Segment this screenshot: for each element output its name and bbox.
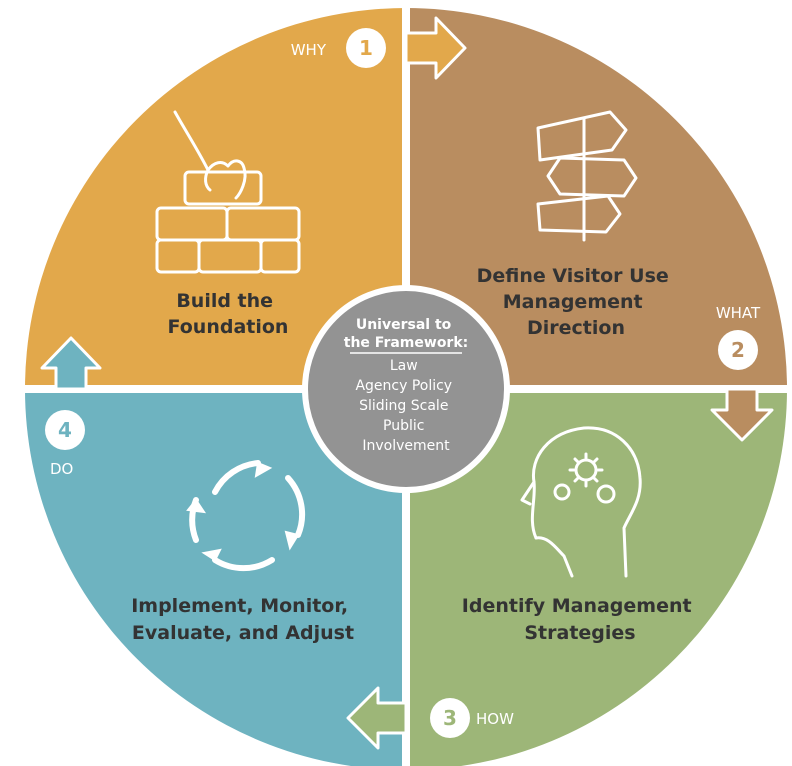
center-item: Law	[390, 358, 418, 374]
step-do-number-circle	[45, 410, 85, 450]
step-why-label: WHY	[291, 41, 327, 59]
step-do-arrow: 4 DO	[40, 336, 102, 478]
define-title-line: Define Visitor Use	[477, 265, 669, 287]
identify-title: Identify Management Strategies	[462, 595, 698, 644]
quadrant-identify-strategies	[406, 389, 787, 766]
step-why-number-circle	[346, 28, 386, 68]
define-title-line: Direction	[527, 317, 625, 339]
step-why-arrow: WHY 1	[291, 16, 467, 80]
center-item: Public	[383, 418, 424, 434]
step-do-number: 4	[58, 418, 72, 442]
implement-title-line: Implement, Monitor,	[131, 595, 348, 617]
brick-wall-icon	[155, 110, 301, 274]
implement-title-line: Evaluate, and Adjust	[132, 622, 354, 644]
quadrant-build-the-foundation	[25, 8, 406, 389]
step-do-label: DO	[50, 460, 73, 478]
define-title: Define Visitor Use Management Direction	[477, 265, 676, 339]
center-circle	[302, 285, 510, 493]
step-how-number: 3	[443, 706, 457, 730]
build-title-line: Build the	[176, 290, 273, 312]
define-title-line: Management	[503, 291, 643, 313]
step-how-label: HOW	[476, 710, 514, 728]
step-what-number: 2	[731, 338, 745, 362]
step-what-number-circle	[718, 330, 758, 370]
head-gears-icon	[520, 426, 642, 578]
identify-title-line: Identify Management	[462, 595, 692, 617]
quadrant-implement-monitor	[25, 389, 406, 766]
identify-title-line: Strategies	[524, 622, 635, 644]
center-items: Law Agency Policy Sliding Scale Public I…	[355, 358, 456, 454]
step-why-number: 1	[359, 36, 373, 60]
signpost-icon	[536, 110, 638, 242]
center-universal-framework: Universal to the Framework: Law Agency P…	[302, 285, 510, 493]
implement-title: Implement, Monitor, Evaluate, and Adjust	[131, 595, 355, 644]
cycle-arrows-icon	[186, 460, 306, 572]
step-what-label: WHAT	[716, 304, 761, 322]
center-heading: Universal to the Framework:	[344, 317, 469, 351]
build-title-line: Foundation	[168, 316, 289, 338]
build-title: Build the Foundation	[168, 290, 289, 338]
step-how-arrow: 3 HOW	[346, 686, 514, 750]
step-how-number-circle	[430, 698, 470, 738]
center-heading-line: Universal to	[356, 317, 452, 333]
center-item: Involvement	[362, 438, 450, 454]
center-item: Agency Policy	[355, 378, 452, 394]
step-what-arrow: WHAT 2	[710, 304, 774, 442]
center-heading-line: the Framework:	[344, 335, 469, 351]
center-item: Sliding Scale	[359, 398, 448, 414]
